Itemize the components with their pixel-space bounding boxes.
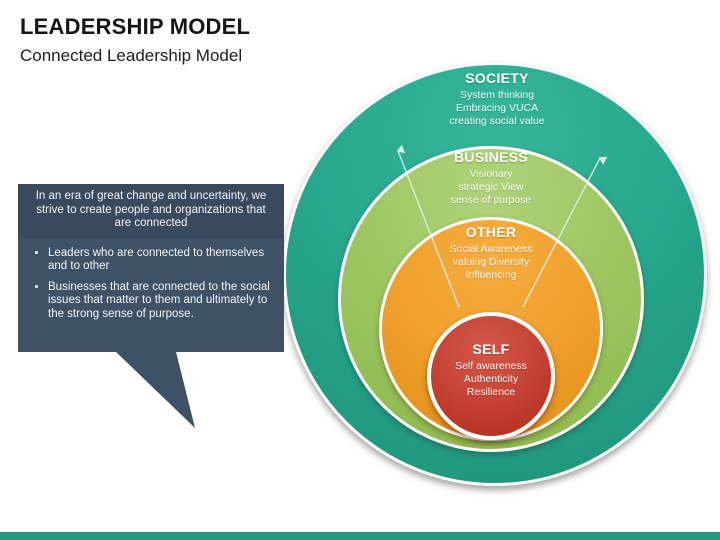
society-line-2: Embracing VUCA	[455, 102, 539, 114]
business-line-1: Visionary	[469, 168, 513, 180]
page-subtitle: Connected Leadership Model	[20, 46, 243, 65]
ring-self	[427, 312, 555, 440]
self-line-1: Self awareness	[455, 360, 527, 372]
society-line-3: creating social value	[449, 115, 545, 127]
society-line-1: System thinking	[459, 89, 535, 101]
speech-bubble-list: Leaders who are connected to themselves …	[18, 247, 284, 322]
society-title: SOCIETY	[465, 70, 529, 86]
page-title: LEADERSHIP MODEL	[20, 14, 251, 39]
label-self: SELF Self awareness Authenticity Resilie…	[391, 341, 591, 399]
business-line-2: strategic View	[458, 181, 524, 193]
self-line-2: Authenticity	[463, 373, 519, 385]
self-title: SELF	[472, 341, 510, 357]
speech-bubble-tail	[115, 351, 195, 428]
label-business: BUSINESS Visionary strategic View sense …	[379, 149, 603, 207]
speech-bubble-header: In an era of great change and uncertaint…	[18, 184, 284, 238]
speech-bubble-bullet-2: Businesses that are connected to the soc…	[48, 281, 272, 322]
label-society: SOCIETY System thinking Embracing VUCA c…	[385, 70, 609, 128]
business-title: BUSINESS	[454, 149, 528, 165]
other-title: OTHER	[465, 224, 517, 240]
other-line-2: valuing Diversity	[452, 256, 530, 268]
label-other: OTHER Social Awareness valuing Diversity…	[379, 224, 603, 282]
speech-bubble-bullet-1: Leaders who are connected to themselves …	[48, 247, 272, 274]
speech-bubble: In an era of great change and uncertaint…	[18, 184, 284, 352]
business-line-3: sense of purpose	[450, 194, 532, 206]
self-line-3: Resilience	[466, 386, 516, 398]
other-line-3: Influencing	[465, 269, 517, 281]
footer-accent-bar	[0, 532, 720, 540]
other-line-1: Social Awareness	[449, 243, 533, 255]
